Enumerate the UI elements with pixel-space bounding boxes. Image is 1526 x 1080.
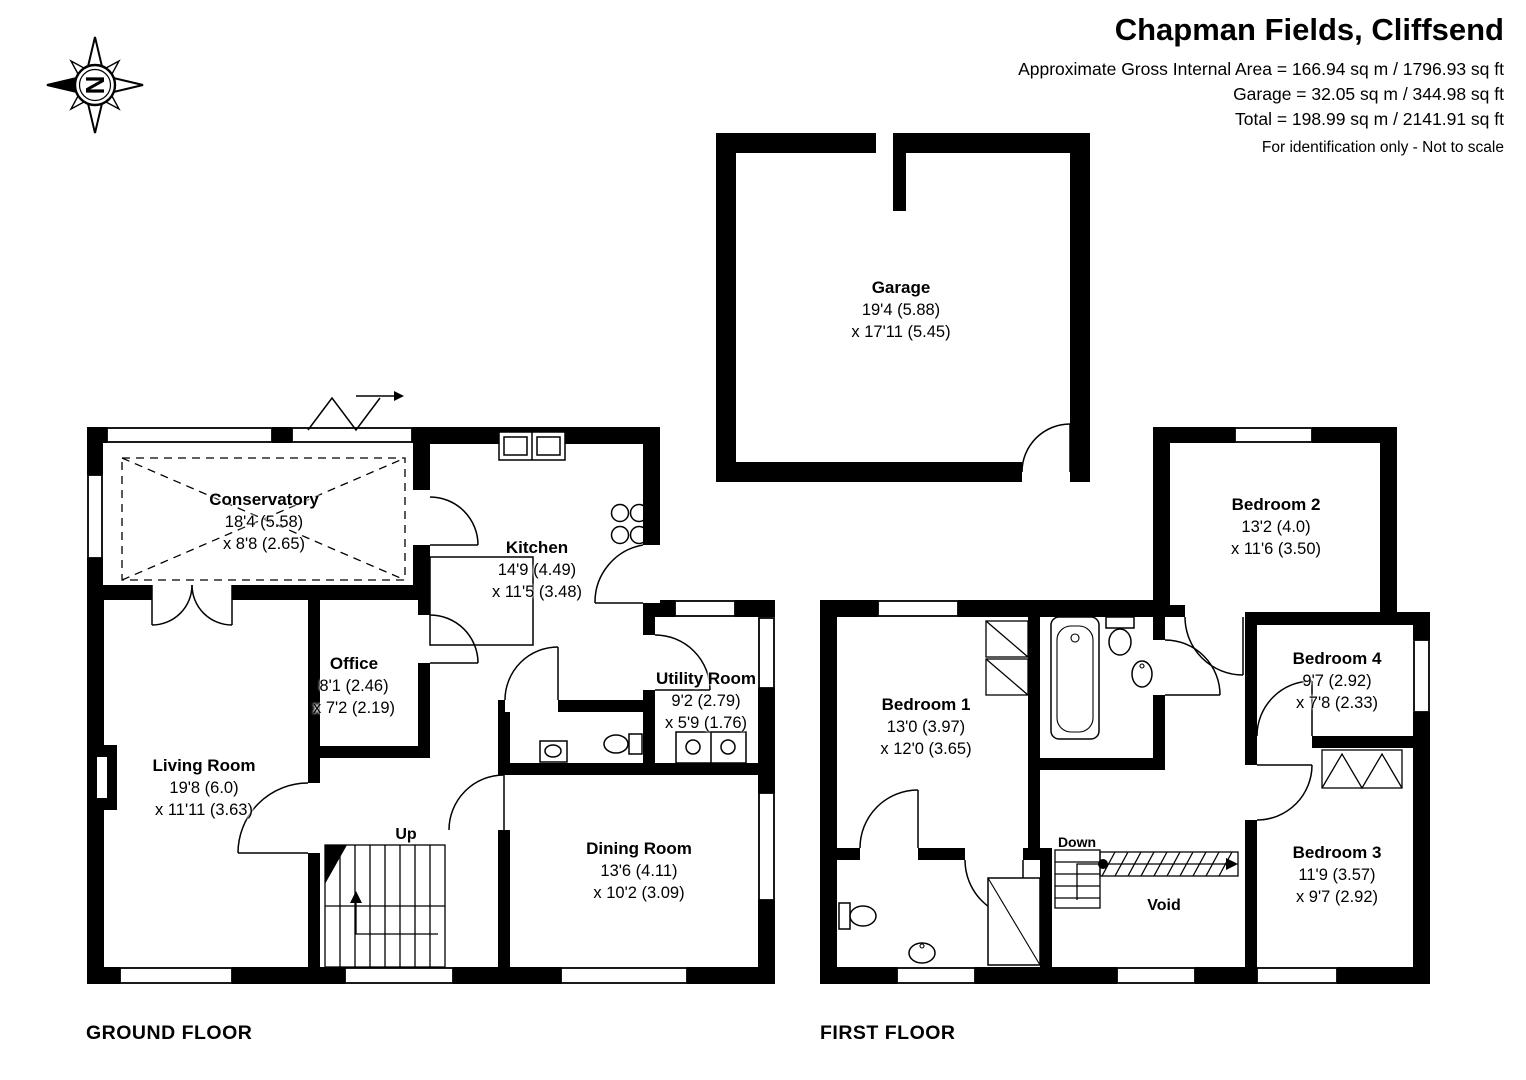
room-label-bedroom2: Bedroom 2 13'2 (4.0) x 11'6 (3.50)	[1231, 494, 1321, 560]
ground-floor-walls	[87, 427, 775, 984]
wc-toilet-icon	[603, 733, 643, 755]
room-dim: x 12'0 (3.65)	[880, 740, 972, 758]
room-name: Bedroom 4	[1292, 649, 1382, 668]
void-label: Void	[1147, 897, 1181, 914]
room-dim: 13'2 (4.0)	[1241, 518, 1311, 536]
ground-floor-door-arcs	[151, 496, 711, 854]
room-dim: 19'4 (5.88)	[861, 301, 941, 319]
room-dim: x 5'9 (1.76)	[664, 714, 748, 732]
room-label-office: Office 8'1 (2.46) x 7'2 (2.19)	[313, 653, 395, 719]
room-dim: x 9'7 (2.92)	[1295, 888, 1379, 906]
room-name: Bedroom 2	[1231, 495, 1321, 514]
room-label-conservatory: Conservatory 18'4 (5.58) x 8'8 (2.65)	[209, 489, 319, 555]
room-dim: 9'7 (2.92)	[1302, 672, 1372, 690]
disclaimer: For identification only - Not to scale	[1261, 139, 1504, 156]
room-dim: 18'4 (5.58)	[224, 513, 304, 531]
room-dim: 19'8 (6.0)	[169, 779, 239, 797]
total-area: Total = 198.99 sq m / 2141.91 sq ft	[1235, 109, 1504, 129]
ground-floor-chimney-notch	[97, 757, 107, 798]
header: Chapman Fields, Cliffsend Approximate Gr…	[1018, 12, 1504, 157]
bedroom1-wardrobe-icon	[985, 620, 1029, 696]
utility-sink-icon	[675, 731, 747, 764]
room-dim: 13'6 (4.11)	[600, 862, 678, 880]
room-label-utility: Utility Room 9'2 (2.79) x 5'9 (1.76)	[656, 668, 756, 734]
room-label-bedroom3: Bedroom 3 11'9 (3.57) x 9'7 (2.92)	[1293, 842, 1382, 908]
wc-basin-icon	[539, 740, 568, 763]
room-dim: 13'0 (3.97)	[886, 718, 966, 736]
room-name: Utility Room	[655, 669, 757, 688]
compass-north-letter: N	[80, 76, 110, 95]
bathtub-icon	[1050, 616, 1100, 740]
bathroom-toilet-icon	[1105, 616, 1135, 656]
shower-icon	[987, 877, 1041, 966]
first-floor-stairs	[1054, 849, 1239, 909]
room-label-kitchen: Kitchen 14'9 (4.49) x 11'5 (3.48)	[492, 537, 582, 603]
first-floor-windows	[877, 427, 1430, 984]
room-dim: 11'9 (3.57)	[1298, 866, 1376, 884]
room-dim: x 7'2 (2.19)	[312, 699, 396, 717]
conservatory-roof-lines	[121, 457, 406, 581]
compass-rose-icon: N	[46, 36, 144, 134]
first-floor-label: FIRST FLOOR	[820, 1022, 956, 1044]
room-name: Bedroom 3	[1292, 843, 1382, 862]
room-name: Dining Room	[586, 839, 692, 858]
room-label-garage: Garage 19'4 (5.88) x 17'11 (5.45)	[851, 277, 950, 343]
room-dim: x 11'6 (3.50)	[1231, 540, 1321, 558]
room-label-living: Living Room 19'8 (6.0) x 11'11 (3.63)	[153, 755, 256, 821]
ensuite-basin-icon	[908, 942, 936, 964]
roof-break-symbol	[307, 391, 404, 432]
ground-floor-label: GROUND FLOOR	[86, 1022, 253, 1044]
ensuite-toilet-icon	[838, 902, 877, 930]
kitchen-island	[429, 556, 534, 646]
room-dim: x 17'11 (5.45)	[851, 323, 951, 341]
garage-area: Garage = 32.05 sq m / 344.98 sq ft	[1233, 84, 1504, 104]
room-label-bedroom4: Bedroom 4 9'7 (2.92) x 7'8 (2.33)	[1293, 648, 1382, 714]
gross-internal-area: Approximate Gross Internal Area = 166.94…	[1018, 59, 1504, 79]
garage-door-arc	[1021, 423, 1071, 473]
room-name: Garage	[871, 278, 931, 297]
first-floor-walls	[820, 427, 1430, 984]
page-title: Chapman Fields, Cliffsend	[1114, 12, 1504, 47]
room-name: Conservatory	[209, 490, 319, 509]
room-dim: x 11'5 (3.48)	[492, 583, 582, 601]
bathroom-basin-icon	[1131, 660, 1153, 688]
room-dim: x 7'8 (2.33)	[1295, 694, 1379, 712]
room-dim: 14'9 (4.49)	[497, 561, 577, 579]
room-dim: 9'2 (2.79)	[671, 692, 741, 710]
ground-floor-stairs	[324, 844, 446, 968]
bedroom3-wardrobe-icon	[1321, 749, 1403, 790]
room-name: Office	[329, 654, 379, 673]
room-name: Bedroom 1	[881, 695, 971, 714]
room-label-dining: Dining Room 13'6 (4.11) x 10'2 (3.09)	[586, 838, 692, 904]
room-dim: x 10'2 (3.09)	[593, 884, 685, 902]
garage-walls	[716, 133, 1090, 482]
room-dim: x 11'11 (3.63)	[155, 801, 253, 819]
room-label-bedroom1: Bedroom 1 13'0 (3.97) x 12'0 (3.65)	[880, 694, 971, 760]
stairs-down-label: Down	[1057, 834, 1097, 850]
room-dim: x 8'8 (2.65)	[222, 535, 306, 553]
room-name: Kitchen	[505, 538, 569, 557]
room-dim: 8'1 (2.46)	[319, 677, 389, 695]
room-name: Living Room	[152, 756, 256, 775]
ground-floor-windows	[87, 427, 775, 984]
kitchen-sink-icon	[498, 431, 566, 461]
stairs-up-label: Up	[395, 826, 417, 843]
hob-icon	[610, 503, 649, 545]
